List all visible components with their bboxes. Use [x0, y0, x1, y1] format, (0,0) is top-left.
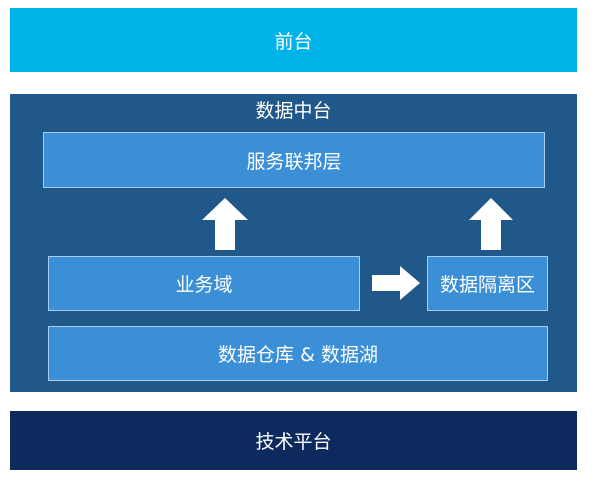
business-domain-label: 业务域 [175, 274, 233, 296]
tech-platform-label: 技术平台 [255, 431, 332, 453]
service-federation-label: 服务联邦层 [246, 150, 342, 173]
data-warehouse-lake-label: 数据仓库 & 数据湖 [218, 344, 378, 366]
arrow-right-icon [372, 266, 420, 300]
service-federation-box: 服务联邦层 [43, 132, 545, 188]
tech-platform-layer: 技术平台 [10, 411, 577, 470]
data-isolation-zone-label: 数据隔离区 [439, 274, 535, 296]
frontend-label: 前台 [274, 30, 313, 53]
data-isolation-zone-box: 数据隔离区 [427, 256, 548, 311]
arrow-up-icon [469, 198, 513, 250]
data-middle-platform: 数据中台 服务联邦层 业务域 数据隔离区 数据仓库 & 数据湖 [10, 94, 577, 392]
business-domain-box: 业务域 [48, 256, 360, 311]
frontend-layer: 前台 [10, 8, 577, 72]
middle-platform-title: 数据中台 [255, 100, 332, 122]
arrow-up-icon [202, 198, 248, 250]
data-warehouse-lake-box: 数据仓库 & 数据湖 [48, 326, 548, 381]
